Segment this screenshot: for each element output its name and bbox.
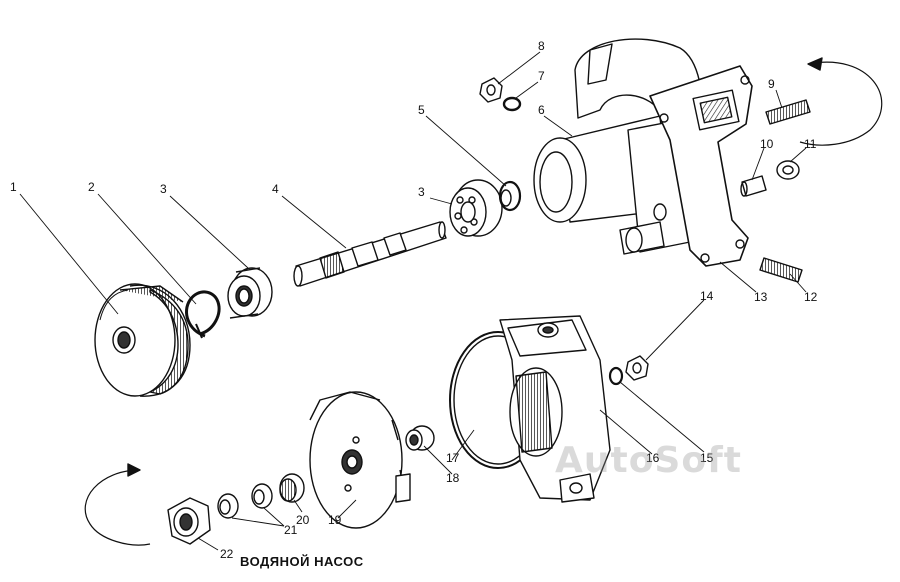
diagram-caption: ВОДЯНОЙ НАСОС [240,554,364,569]
part-15-washer [608,366,624,386]
part-19-impeller [309,391,411,529]
callout-10: 10 [760,137,774,151]
rotation-arrow-bottom [84,463,151,546]
part-9-stud [765,99,811,125]
leader-22 [197,537,219,551]
leader-18 [423,445,453,475]
leader-lines [19,51,807,551]
callout-3-rear: 3 [418,185,425,199]
callout-9: 9 [768,77,775,91]
callout-16: 16 [646,451,660,465]
leader-5 [425,115,507,187]
part-3-bearing-front [227,267,273,319]
leader-4 [281,195,347,249]
callout-20: 20 [296,513,310,527]
part-2-retaining-ring [185,290,221,339]
part-3-bearing-rear [449,179,503,237]
callout-15: 15 [700,451,714,465]
callout-4: 4 [272,182,279,196]
leader-3b [429,197,453,205]
callout-6: 6 [538,103,545,117]
leader-10 [751,147,765,181]
leader-21a [263,507,285,527]
leader-7 [515,81,539,99]
part-20-bearing [279,473,305,503]
leader-12 [789,273,807,293]
part-8-nut [479,77,503,103]
callout-13: 13 [754,290,768,304]
leader-19 [337,499,357,519]
rotation-arrow-top [799,57,883,146]
leader-21b [231,517,285,527]
callout-18: 18 [446,471,460,485]
leader-20 [293,499,303,513]
leader-1 [19,193,119,315]
leader-14 [645,299,705,361]
callout-17: 17 [446,451,460,465]
part-5-seal [498,180,522,212]
leader-8 [497,51,541,85]
part-10-bushing [740,175,767,197]
part-4-shaft [293,221,447,287]
callout-21: 21 [284,523,298,537]
callout-8: 8 [538,39,545,53]
leader-3a [169,195,249,269]
callout-5: 5 [418,103,425,117]
callout-22: 22 [220,547,234,561]
callout-7: 7 [538,69,545,83]
callout-2: 2 [88,180,95,194]
part-18-bushing [405,425,435,451]
leader-2 [97,193,197,305]
leader-13 [719,261,757,293]
part-1-pulley [94,283,191,397]
part-14-nut [625,355,649,381]
part-11-washer [776,160,800,180]
callout-19: 19 [328,513,342,527]
part-16-impeller-housing [499,315,611,503]
callout-12: 12 [804,290,818,304]
callout-11: 11 [804,137,817,151]
part-12-stud [759,257,803,283]
callout-14: 14 [700,289,714,303]
part-21-spacer-b [217,493,239,519]
part-13-gasket [649,65,753,267]
callout-1: 1 [10,180,17,194]
part-21-spacer-a [251,483,273,509]
leader-15 [619,381,705,453]
leader-9 [775,89,783,109]
callout-3-front: 3 [160,182,167,196]
leader-11 [789,147,807,163]
watermark-text: AutoSoft [555,440,742,481]
leader-16 [599,409,653,455]
part-7-washer [502,96,522,112]
part-22-nut [167,497,211,545]
leader-17 [451,429,475,461]
leader-6 [543,115,573,137]
